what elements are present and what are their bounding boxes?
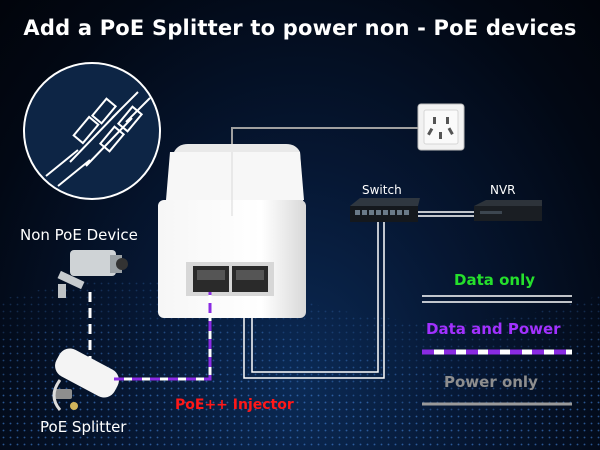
legend-power-only-label: Power only (444, 373, 538, 391)
poe-injector (158, 144, 306, 318)
cable-connector-icon (24, 63, 160, 199)
legend-data-only-label: Data only (454, 271, 535, 289)
non-poe-device-label: Non PoE Device (20, 226, 138, 244)
switch-label: Switch (362, 183, 402, 197)
nvr-label: NVR (490, 183, 516, 197)
page-title: Add a PoE Splitter to power non - PoE de… (0, 16, 600, 40)
legend-line-data-only (422, 296, 572, 302)
nvr-recorder (474, 200, 542, 221)
legend-data-and-power-label: Data and Power (426, 320, 561, 338)
poe-injector-label: PoE++ Injector (175, 397, 294, 413)
poe-splitter-label: PoE Splitter (40, 418, 126, 436)
network-switch (350, 198, 420, 222)
power-outlet-icon (418, 104, 464, 150)
